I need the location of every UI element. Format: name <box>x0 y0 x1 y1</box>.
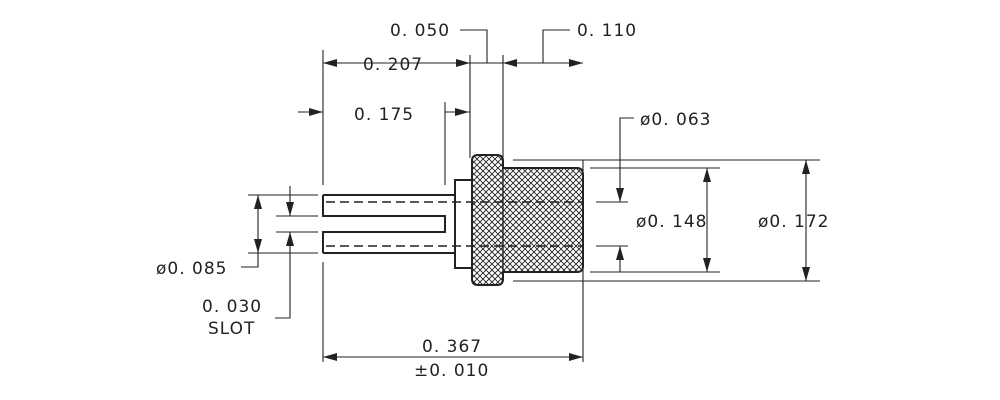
dim-dia-0-085: ø0. 085 <box>156 259 227 279</box>
dim-dia-0-063: ø0. 063 <box>640 110 711 130</box>
dim-slot-label: SLOT <box>208 319 255 339</box>
dim-0-110: 0. 110 <box>577 21 637 41</box>
dim-overall-length: 0. 367 <box>422 337 482 357</box>
dim-0-175: 0. 175 <box>354 105 414 125</box>
dimension-labels: 0. 050 0. 110 0. 207 0. 175 ø0. 063 ø0. … <box>156 21 829 381</box>
collar <box>454 179 473 269</box>
extension-lines <box>248 50 820 362</box>
dim-0-050: 0. 050 <box>390 21 450 41</box>
dim-overall-tolerance: ±0. 010 <box>414 361 489 381</box>
part-body <box>322 154 584 286</box>
dim-dia-0-172: ø0. 172 <box>758 212 829 232</box>
pin-outline <box>322 194 455 254</box>
dim-slot-width: 0. 030 <box>202 297 262 317</box>
dim-0-207: 0. 207 <box>363 55 423 75</box>
dim-dia-0-148: ø0. 148 <box>636 212 707 232</box>
dimension-lines <box>241 29 810 361</box>
knurled-head <box>471 154 584 286</box>
